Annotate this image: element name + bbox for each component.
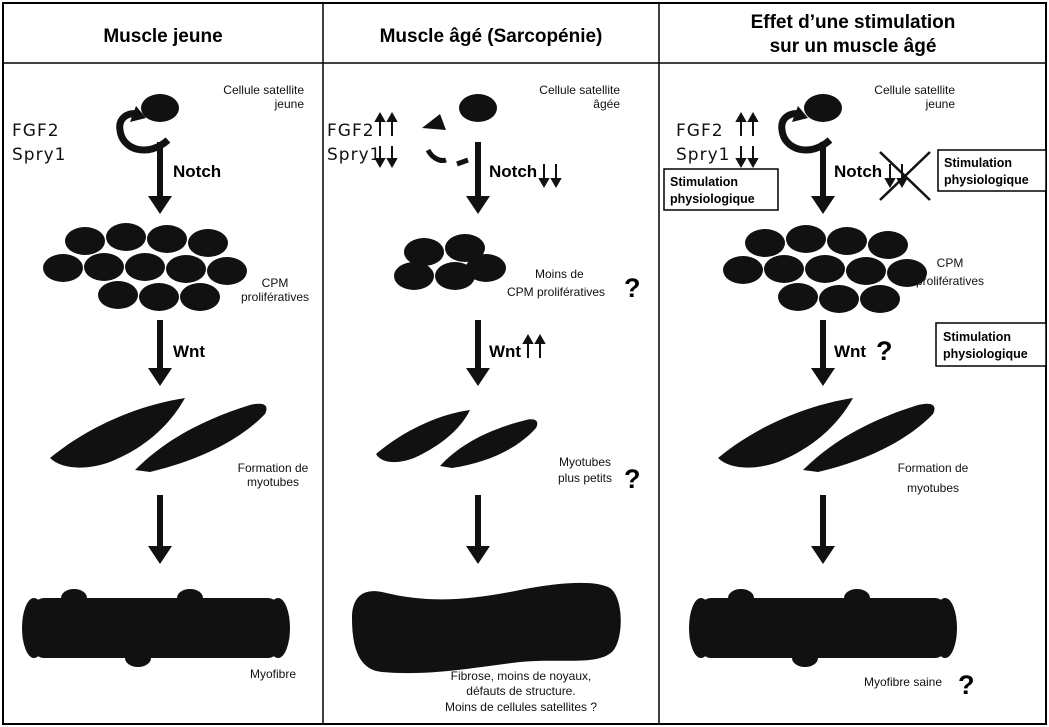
myofibre-label: Myofibre saine [864,675,942,689]
myotube-label-line1: Formation de [898,461,969,475]
myofibre-label: Myofibre [250,667,296,681]
column-stimulation: Effet d’une stimulation sur un muscle âg… [664,12,1046,700]
myotube-shape-small [376,410,537,468]
satellite-label-line1: Cellule satellite [223,83,304,97]
stim-right-line2: physiologique [944,173,1029,187]
satellite-cell [804,94,842,122]
cpm-label-line1: CPM [262,276,289,290]
cpm-label-line2: prolifératives [916,274,984,288]
satellite-label-line2: jeune [925,97,956,111]
stimulation-box-left: Stimulation physiologique [664,169,778,210]
header-young: Muscle jeune [103,26,222,47]
myotube-shape [50,398,267,472]
broken-renewal-dash2 [457,160,468,164]
fgf2-label: FGF2 [12,121,60,141]
myofibre-label-line3: Moins de cellules satellites ? [445,700,597,714]
wnt-label: Wnt [173,342,205,361]
cpm-label-line2: prolifératives [241,290,309,304]
cross-out-icon [880,152,930,200]
stim-right-line1: Stimulation [944,156,1012,170]
stim-left-line1: Stimulation [670,175,738,189]
wnt-arrowhead [466,368,490,386]
fgf2-label: FGF2 [327,121,375,141]
fgf2-up-arrows [737,114,757,136]
broken-renewal-dash [428,150,446,161]
cpm-cluster [723,225,927,313]
broken-renewal-arrowhead [422,114,446,130]
myotube-label-line2: plus petits [558,471,612,485]
spry1-label: Spry1 [676,145,730,165]
satellite-cell [141,94,179,122]
notch-label: Notch [834,162,882,181]
fgf2-up-arrows [376,114,396,136]
maturation-arrowhead [148,546,172,564]
notch-arrowhead [466,196,490,214]
header-stim-line1: Effet d’une stimulation [751,12,956,33]
wnt-arrowhead [148,368,172,386]
notch-label: Notch [173,162,221,181]
myofibre-label-line1: Fibrose, moins de noyaux, [451,669,592,683]
myofibre-label-line2: défauts de structure. [466,684,575,698]
notch-label: Notch [489,162,537,181]
cpm-label-line1: Moins de [535,267,584,281]
header-stim-line2: sur un muscle âgé [770,36,937,57]
myotube-question: ? [624,464,641,494]
stim-wnt-line1: Stimulation [943,330,1011,344]
cpm-label-line1: CPM [937,256,964,270]
header-aged: Muscle âgé (Sarcopénie) [380,26,603,47]
cpm-question: ? [624,273,641,303]
stimulation-box-wnt: Stimulation physiologique [936,323,1046,366]
stimulation-box-right: Stimulation physiologique [938,150,1046,191]
wnt-label: Wnt [489,342,521,361]
cpm-cluster [43,223,247,311]
myofibre-shape-healthy [689,589,957,667]
spry1-down-arrows [737,146,757,166]
maturation-arrowhead [811,546,835,564]
spry1-label: Spry1 [12,145,66,165]
spry1-down-arrows [376,146,396,166]
notch-down-arrows [540,164,560,186]
myotube-label-line1: Myotubes [559,455,611,469]
satellite-label-line1: Cellule satellite [539,83,620,97]
wnt-up-arrows [524,336,544,358]
wnt-arrowhead [811,368,835,386]
satellite-cell [459,94,497,122]
spry1-label: Spry1 [327,145,381,165]
notch-arrowhead [811,196,835,214]
satellite-label-line2: âgée [593,97,620,111]
column-young: Muscle jeune Cellule satellite jeune FGF… [12,26,309,681]
myofibre-shape-damaged [352,583,621,673]
satellite-label-line1: Cellule satellite [874,83,955,97]
stim-wnt-line2: physiologique [943,347,1028,361]
myotube-label-line1: Formation de [238,461,309,475]
cpm-label-line2: CPM prolifératives [507,285,605,299]
maturation-arrowhead [466,546,490,564]
fgf2-label: FGF2 [676,121,724,141]
notch-arrowhead [148,196,172,214]
column-aged: Muscle âgé (Sarcopénie) Cellule satellit… [327,26,641,714]
myotube-label-line2: myotubes [247,475,299,489]
myofibre-question: ? [958,670,975,700]
myotube-label-line2: myotubes [907,481,959,495]
satellite-label-line2: jeune [274,97,305,111]
myofibre-shape [22,589,290,667]
wnt-label: Wnt [834,342,866,361]
stim-left-line2: physiologique [670,192,755,206]
wnt-question: ? [876,336,893,366]
cpm-cluster-reduced [394,234,506,290]
